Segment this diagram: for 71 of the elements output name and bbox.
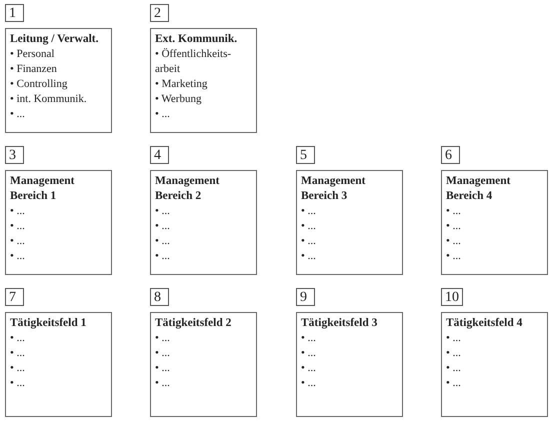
- bullet-item: • ...: [155, 346, 171, 361]
- text-box: [296, 312, 403, 417]
- text-box: [150, 312, 257, 417]
- bullet-item: • ...: [446, 361, 462, 376]
- text-box: [150, 170, 257, 275]
- bullet-item: • ...: [10, 331, 26, 346]
- bullet-item: • ...: [446, 234, 462, 249]
- bullet-item: • ...: [155, 361, 171, 376]
- bullet-item: • ...: [301, 204, 317, 219]
- bullet-item: • ...: [301, 249, 317, 264]
- bullet-item: • ...: [446, 204, 462, 219]
- text-box: [5, 170, 112, 275]
- bullet-item: • ...: [155, 219, 171, 234]
- bullet-item: • ...: [10, 249, 26, 264]
- bullet-item: • ...: [446, 346, 462, 361]
- number-box: 2: [150, 4, 169, 22]
- bullet-item: • ...: [446, 249, 462, 264]
- number-box: 9: [296, 288, 315, 306]
- bullet-item: • ...: [446, 219, 462, 234]
- bullet-item: • Controlling: [10, 77, 68, 92]
- box-heading: Ext. Kommunik.: [155, 32, 238, 47]
- text-box: [150, 28, 257, 133]
- bullet-item: • ...: [301, 219, 317, 234]
- bullet-item: • ...: [155, 249, 171, 264]
- box-heading: Tätigkeitsfeld 4: [446, 316, 524, 331]
- bullet-item: • ...: [301, 346, 317, 361]
- text-box: [441, 312, 548, 417]
- bullet-item: • int. Kommunik.: [10, 92, 88, 107]
- bullet-item: • ...: [155, 376, 171, 391]
- box-heading: Management Bereich 1: [10, 174, 76, 204]
- bullet-item: • ...: [301, 331, 317, 346]
- number-box: 1: [5, 4, 24, 22]
- box-heading: Management Bereich 3: [301, 174, 367, 204]
- bullet-item: • ...: [10, 219, 26, 234]
- box-heading: Management Bereich 2: [155, 174, 221, 204]
- bullet-item: • ...: [155, 234, 171, 249]
- bullet-item: • ...: [10, 234, 26, 249]
- box-heading: Tätigkeitsfeld 2: [155, 316, 232, 331]
- text-box: [441, 170, 548, 275]
- bullet-item: • ...: [10, 204, 26, 219]
- box-heading: Tätigkeitsfeld 1: [10, 316, 88, 331]
- bullet-item: • ...: [155, 204, 171, 219]
- bullet-item: • ...: [155, 331, 171, 346]
- number-box: 3: [5, 146, 24, 164]
- bullet-item: • ...: [10, 361, 26, 376]
- bullet-item: • ...: [155, 107, 171, 122]
- number-box: 6: [441, 146, 460, 164]
- number-box: 5: [296, 146, 315, 164]
- text-box: [296, 170, 403, 275]
- bullet-item: • ...: [446, 331, 462, 346]
- text-box: [5, 312, 112, 417]
- bullet-item: • ...: [446, 376, 462, 391]
- bullet-item: • Marketing: [155, 77, 208, 92]
- number-box: 7: [5, 288, 24, 306]
- bullet-item: • Personal: [10, 47, 56, 62]
- bullet-item: • Finanzen: [10, 62, 58, 77]
- bullet-item: • Öffentlichkeits- arbeit: [155, 47, 232, 77]
- bullet-item: • ...: [10, 107, 26, 122]
- bullet-item: • Werbung: [155, 92, 202, 107]
- box-heading: Tätigkeitsfeld 3: [301, 316, 378, 331]
- bullet-item: • ...: [301, 234, 317, 249]
- text-box: [5, 28, 112, 133]
- bullet-item: • ...: [10, 376, 26, 391]
- bullet-item: • ...: [301, 376, 317, 391]
- number-box: 8: [150, 288, 169, 306]
- number-box: 10: [441, 288, 463, 306]
- box-heading: Management Bereich 4: [446, 174, 512, 204]
- bullet-item: • ...: [301, 361, 317, 376]
- bullet-item: • ...: [10, 346, 26, 361]
- number-box: 4: [150, 146, 169, 164]
- box-heading: Leitung / Verwalt.: [10, 32, 100, 47]
